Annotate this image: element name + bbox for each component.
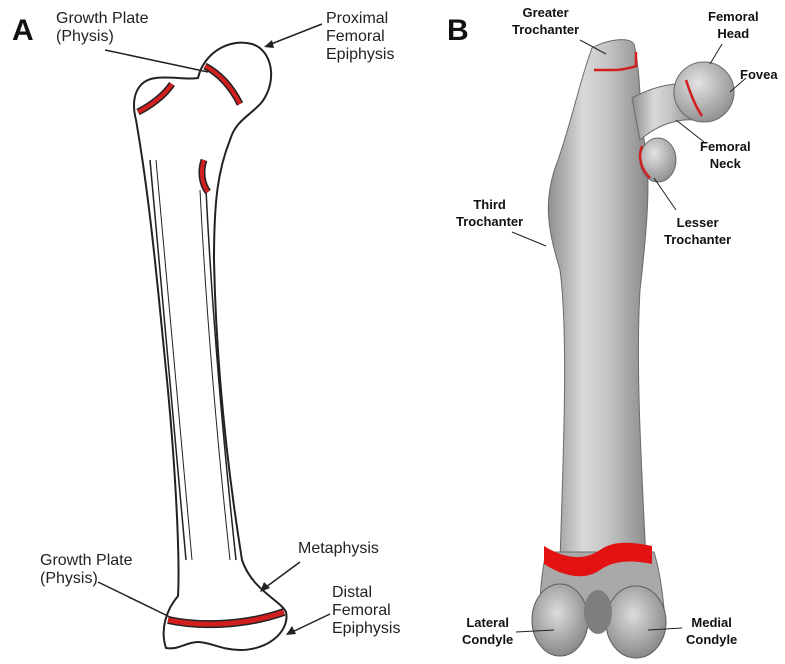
panel-a-letter: A bbox=[12, 14, 34, 48]
label-lateral-condyle: Lateral Condyle bbox=[462, 614, 513, 648]
intercondylar-notch-b bbox=[584, 590, 612, 634]
medial-condyle-b bbox=[606, 586, 666, 658]
arrowhead-metaphysis bbox=[260, 582, 270, 592]
label-femoral-neck: Femoral Neck bbox=[700, 138, 751, 172]
label-metaphysis: Metaphysis bbox=[298, 540, 379, 558]
leader-femoral-head bbox=[710, 44, 722, 64]
leader-growth-plate-top bbox=[105, 50, 208, 72]
label-lesser-trochanter: Lesser Trochanter bbox=[664, 214, 731, 248]
femur-body-b bbox=[548, 40, 648, 560]
femoral-head-b bbox=[674, 62, 734, 122]
lateral-condyle-b bbox=[532, 584, 588, 656]
label-medial-condyle: Medial Condyle bbox=[686, 614, 737, 648]
leader-third-trochanter bbox=[512, 232, 546, 246]
label-growth-plate-top: Growth Plate (Physis) bbox=[56, 10, 148, 46]
label-femoral-head: Femoral Head bbox=[708, 8, 759, 42]
leader-proximal-epiphysis bbox=[266, 24, 322, 46]
label-third-trochanter: Third Trochanter bbox=[456, 196, 523, 230]
label-fovea: Fovea bbox=[740, 66, 778, 83]
medullary-canal-right bbox=[206, 190, 236, 560]
label-distal-femoral-epiphysis: Distal Femoral Epiphysis bbox=[332, 584, 400, 638]
panel-b-letter: B bbox=[447, 14, 469, 48]
medullary-canal-left-inner bbox=[156, 160, 192, 560]
label-greater-trochanter: Greater Trochanter bbox=[512, 4, 579, 38]
label-growth-plate-bottom: Growth Plate (Physis) bbox=[40, 552, 132, 588]
arrowhead-proximal bbox=[264, 40, 274, 48]
label-proximal-femoral-epiphysis: Proximal Femoral Epiphysis bbox=[326, 10, 394, 64]
medullary-canal-left bbox=[150, 160, 186, 560]
panel-a-drawing bbox=[98, 24, 330, 650]
lesser-trochanter-b bbox=[640, 138, 676, 182]
panel-b-drawing bbox=[512, 40, 746, 658]
leader-lesser-trochanter bbox=[654, 178, 676, 210]
